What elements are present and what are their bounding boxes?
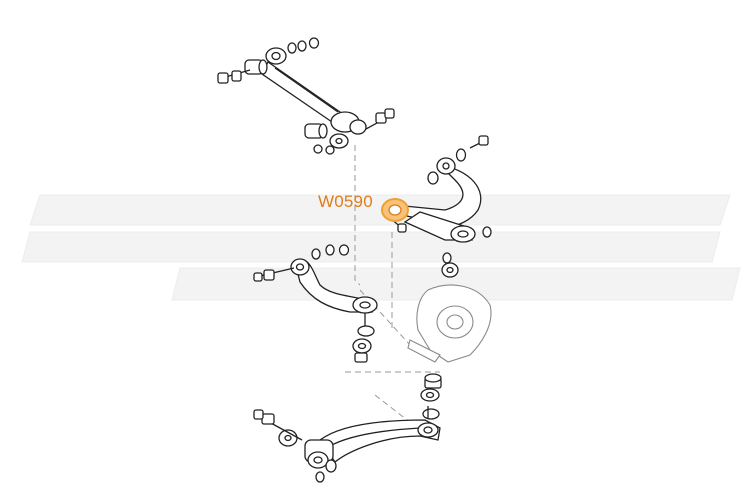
- highlighted-bushing-w0590[interactable]: [381, 198, 409, 222]
- lower-control-arm: [253, 406, 441, 483]
- knuckle-hub: [407, 284, 492, 363]
- mid-control-arm: [253, 244, 378, 363]
- lower-bushing-stack: [420, 373, 442, 420]
- upper-link-arm: [217, 37, 395, 155]
- upper-control-arm: [384, 135, 492, 278]
- watermark-logo: [21, 194, 741, 301]
- part-number-label[interactable]: W0590: [318, 192, 373, 211]
